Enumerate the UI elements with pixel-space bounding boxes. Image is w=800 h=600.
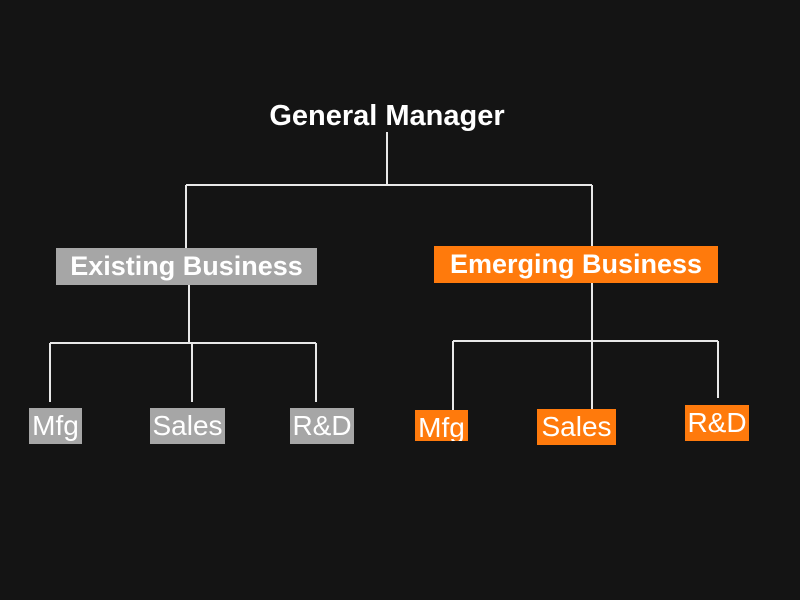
emerging-mfg-node: Mfg (415, 410, 468, 441)
emerging-business-node: Emerging Business (434, 246, 718, 283)
general-manager-node: General Manager (269, 100, 505, 132)
existing-rd-node: R&D (290, 408, 354, 444)
emerging-rd-node: R&D (685, 405, 749, 441)
existing-business-node: Existing Business (56, 248, 317, 285)
emerging-sales-node: Sales (537, 409, 616, 445)
existing-sales-node: Sales (150, 408, 225, 444)
existing-mfg-node: Mfg (29, 408, 82, 444)
